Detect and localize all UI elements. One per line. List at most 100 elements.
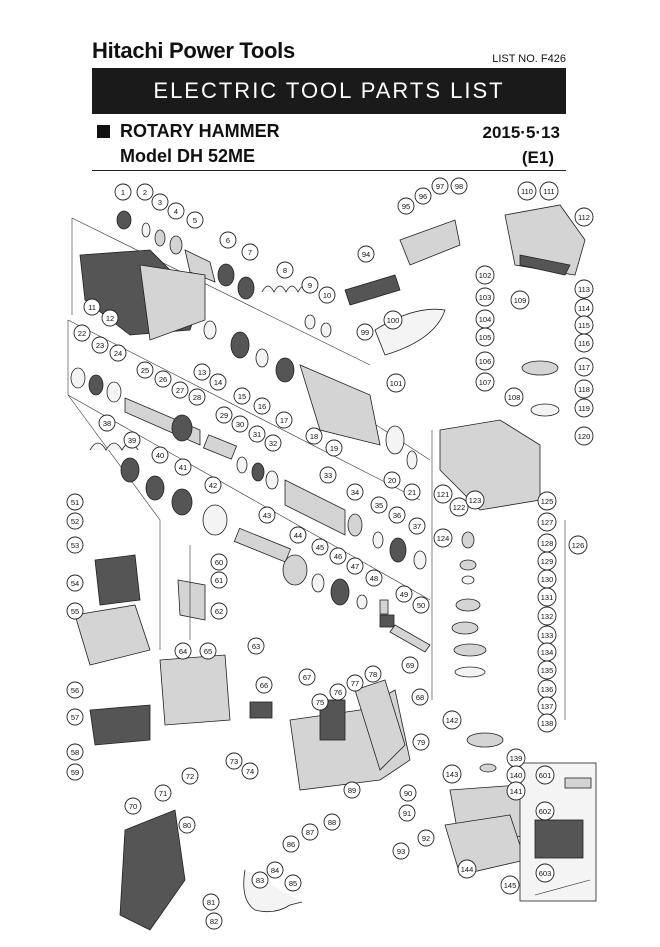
callout-number: 39 [128, 436, 136, 445]
callout-circle [574, 379, 594, 399]
callout-circle [370, 496, 388, 514]
callout-number: 101 [390, 379, 403, 388]
callout-number: 80 [183, 821, 191, 830]
callout-circle [510, 290, 530, 310]
callout-number: 18 [310, 432, 318, 441]
callout-128: 128 [537, 533, 557, 553]
callout-number: 123 [469, 496, 482, 505]
callout-19: 19 [325, 439, 343, 457]
callout-number: 29 [220, 411, 228, 420]
callout-number: 23 [96, 341, 104, 350]
callout-number: 46 [334, 552, 342, 561]
callout-45: 45 [311, 538, 329, 556]
callout-80: 80 [178, 816, 196, 834]
callout-110: 110 [517, 181, 537, 201]
callout-143: 143 [442, 764, 462, 784]
callout-1: 1 [114, 183, 132, 201]
callout-84: 84 [266, 861, 284, 879]
callout-circle [284, 874, 302, 892]
callout-number: 25 [141, 366, 149, 375]
callout-92: 92 [417, 829, 435, 847]
callout-102: 102 [475, 265, 495, 285]
callout-number: 603 [539, 869, 552, 878]
callout-number: 120 [578, 432, 591, 441]
callout-number: 5 [193, 216, 197, 225]
callout-number: 144 [461, 865, 474, 874]
callout-circle [298, 668, 316, 686]
callout-circle [346, 557, 364, 575]
callout-31: 31 [248, 425, 266, 443]
callout-101: 101 [386, 373, 406, 393]
callout-number: 56 [71, 686, 79, 695]
callout-circle [535, 801, 555, 821]
callout-circle [301, 276, 319, 294]
callout-circle [219, 231, 237, 249]
callout-127: 127 [537, 512, 557, 532]
callout-3: 3 [151, 193, 169, 211]
callout-11: 11 [83, 298, 101, 316]
callout-number: 38 [103, 419, 111, 428]
callout-number: 124 [437, 534, 450, 543]
callout-circle [66, 536, 84, 554]
callout-circle [539, 181, 559, 201]
callout-number: 77 [351, 679, 359, 688]
callout-number: 88 [328, 818, 336, 827]
callout-145: 145 [500, 875, 520, 895]
callout-13: 13 [193, 363, 211, 381]
callout-131: 131 [537, 587, 557, 607]
callout-circle [343, 781, 361, 799]
callout-circle [475, 351, 495, 371]
callout-2: 2 [136, 183, 154, 201]
callout-circle [329, 547, 347, 565]
callout-38: 38 [98, 414, 116, 432]
callout-28: 28 [188, 388, 206, 406]
callout-number: 89 [348, 786, 356, 795]
callout-number: 74 [246, 767, 254, 776]
callout-144: 144 [457, 859, 477, 879]
callout-140: 140 [506, 765, 526, 785]
callout-circle [388, 506, 406, 524]
callout-circle [210, 553, 228, 571]
callout-number: 602 [539, 807, 552, 816]
callout-circle [365, 569, 383, 587]
callout-circle [178, 816, 196, 834]
callout-circle [475, 265, 495, 285]
callout-circle [66, 681, 84, 699]
callout-circle [504, 387, 524, 407]
callout-number: 61 [215, 576, 223, 585]
callout-104: 104 [475, 309, 495, 329]
callout-circle [154, 784, 172, 802]
callout-circle [323, 813, 341, 831]
callout-number: 19 [330, 444, 338, 453]
callout-118: 118 [574, 379, 594, 399]
callout-circle [537, 491, 557, 511]
callout-number: 4 [174, 207, 178, 216]
callout-circle [403, 483, 421, 501]
callout-601: 601 [535, 765, 555, 785]
callout-number: 126 [572, 541, 585, 550]
callout-circle [535, 863, 555, 883]
callout-number: 2 [143, 188, 147, 197]
callout-75: 75 [311, 693, 329, 711]
callout-71: 71 [154, 784, 172, 802]
callout-number: 85 [289, 879, 297, 888]
callout-number: 70 [129, 802, 137, 811]
callout-circle [136, 183, 154, 201]
callout-circle [395, 585, 413, 603]
callout-circle [98, 414, 116, 432]
callout-number: 35 [375, 501, 383, 510]
callout-circle [433, 528, 453, 548]
callout-circle [275, 411, 293, 429]
callout-number: 67 [303, 673, 311, 682]
callout-circle [537, 512, 557, 532]
callout-67: 67 [298, 668, 316, 686]
callout-121: 121 [433, 484, 453, 504]
callout-number: 48 [370, 574, 378, 583]
callout-number: 86 [287, 840, 295, 849]
callout-44: 44 [289, 526, 307, 544]
callout-number: 140 [510, 771, 523, 780]
callout-number: 69 [406, 661, 414, 670]
callout-circle [202, 893, 220, 911]
callout-number: 43 [263, 511, 271, 520]
callout-number: 16 [258, 402, 266, 411]
